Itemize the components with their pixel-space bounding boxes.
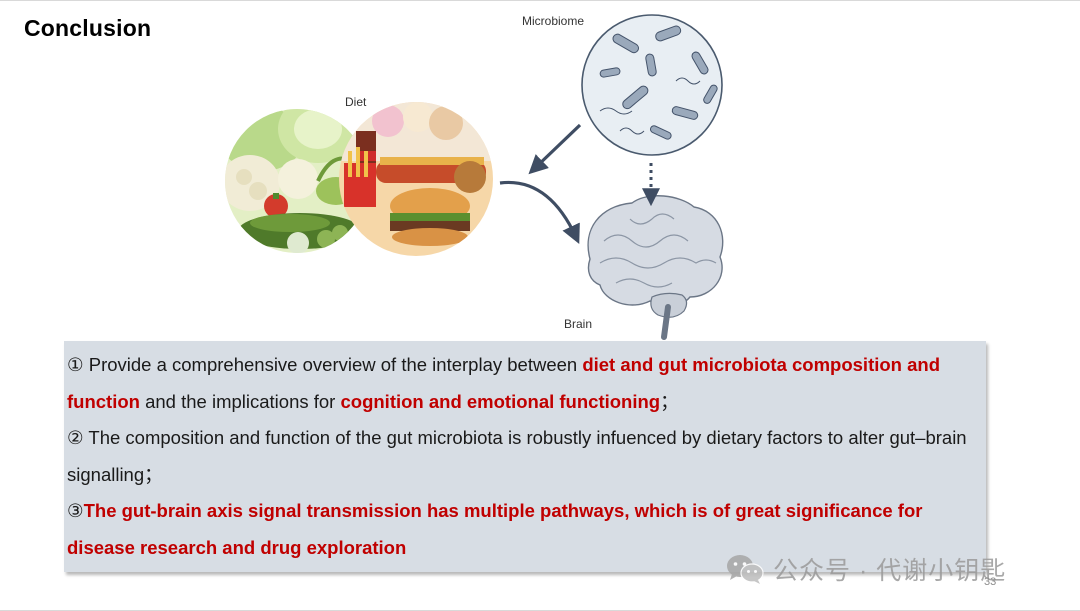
conclusion-textbox: ① Provide a comprehensive overview of th…	[64, 341, 986, 572]
pathway-arrows	[499, 123, 660, 244]
microbiome-label: Microbiome	[522, 14, 585, 28]
point-1-highlight-2: cognition and emotional functioning	[340, 390, 661, 412]
point-3-highlight: The gut-brain axis signal transmission h…	[67, 500, 923, 558]
brain-image	[587, 195, 724, 340]
point-1-middle: and the implications for	[139, 390, 341, 412]
point-1-suffix: ；	[660, 390, 679, 412]
conclusion-point-3: ③The gut-brain axis signal transmission …	[67, 493, 982, 566]
watermark-text: 公众号 · 代谢小钥匙	[773, 557, 1007, 585]
slide-title: Conclusion	[24, 15, 152, 41]
watermark: 公众号 · 代谢小钥匙	[725, 551, 1006, 587]
microbiome-image	[581, 14, 723, 156]
gut-brain-diagram: Microbiome Diet Brain	[0, 1, 1080, 341]
page-number: 33	[984, 576, 997, 588]
diet-label: Diet	[345, 95, 367, 109]
wechat-icon	[727, 555, 764, 584]
conclusion-point-2: ② The composition and function of the gu…	[67, 427, 967, 485]
point-3-prefix: ③	[67, 500, 84, 522]
diagram-illustration	[225, 14, 724, 340]
conclusion-point-1: ① Provide a comprehensive overview of th…	[67, 347, 982, 420]
point-1-prefix: ① Provide a comprehensive overview of th…	[67, 354, 583, 375]
junk-food-image	[339, 102, 493, 256]
point-1-highlight-1: diet and gut microbiota composition and …	[67, 354, 940, 412]
brain-label: Brain	[564, 317, 593, 331]
